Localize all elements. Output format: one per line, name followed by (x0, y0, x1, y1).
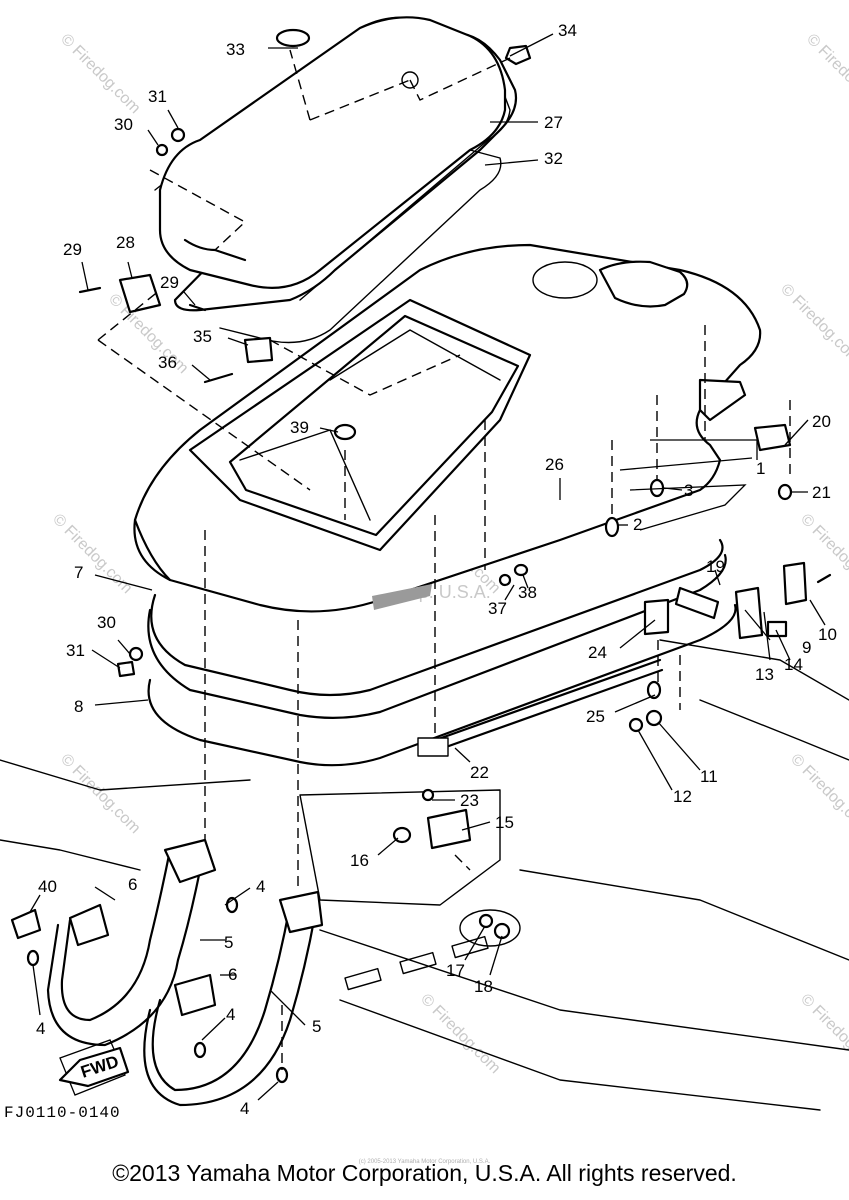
callout-24: 24 (588, 643, 607, 662)
callout-36: 36 (158, 353, 177, 372)
diagram-code: FJ0110-0140 (4, 1104, 121, 1122)
callout-18: 18 (474, 977, 493, 996)
watermark-firedog: © Firedog.com (57, 751, 143, 837)
callout-6: 6 (228, 965, 237, 984)
callout-15: 15 (495, 813, 514, 832)
callout-31: 31 (148, 87, 167, 106)
callout-5: 5 (312, 1017, 321, 1036)
callout-4: 4 (240, 1099, 249, 1118)
watermark-firedog: © Firedog.com (777, 281, 849, 367)
callout-28: 28 (116, 233, 135, 252)
callout-6: 6 (128, 875, 137, 894)
fwd-arrow: FWD (58, 1046, 130, 1088)
callout-33: 33 (226, 40, 245, 59)
watermark-firedog: © Firedog.com (417, 991, 503, 1077)
leader-lines (29, 33, 826, 1101)
callout-23: 23 (460, 791, 479, 810)
callout-4: 4 (36, 1019, 45, 1038)
callout-21: 21 (812, 483, 831, 502)
callout-40: 40 (38, 877, 57, 896)
callout-4: 4 (226, 1005, 235, 1024)
callout-35: 35 (193, 327, 212, 346)
callouts: 33 34 31 30 27 32 29 28 29 35 36 39 20 2… (36, 21, 837, 1118)
callout-13: 13 (755, 665, 774, 684)
callout-37: 37 (488, 599, 507, 618)
callout-38: 38 (518, 583, 537, 602)
callout-2: 2 (633, 515, 642, 534)
callout-17: 17 (446, 961, 465, 980)
callout-22: 22 (470, 763, 489, 782)
hull-body (0, 639, 849, 1111)
callout-27: 27 (544, 113, 563, 132)
watermark-firedog: © Firedog.com (57, 31, 143, 117)
callout-32: 32 (544, 149, 563, 168)
callout-19: 19 (706, 557, 725, 576)
callout-25: 25 (586, 707, 605, 726)
small-copyright: (c) 2005-2013 Yamaha Motor Corporation, … (358, 1159, 491, 1165)
hood-cover (154, 16, 518, 344)
engine-hood (133, 243, 762, 613)
callout-39: 39 (290, 418, 309, 437)
callout-12: 12 (673, 787, 692, 806)
callout-34: 34 (558, 21, 577, 40)
callout-1: 1 (756, 459, 765, 478)
callout-30: 30 (114, 115, 133, 134)
watermark-firedog: © Firedog.com (787, 751, 849, 837)
watermark-firedog: © Firedog.com (803, 31, 849, 117)
callout-7: 7 (74, 563, 83, 582)
stay-rod (417, 658, 664, 757)
callout-31: 31 (66, 641, 85, 660)
callout-29: 29 (160, 273, 179, 292)
callout-14: 14 (784, 655, 803, 674)
watermark-firedog: © Firedog.com (797, 991, 849, 1077)
callout-8: 8 (74, 697, 83, 716)
callout-16: 16 (350, 851, 369, 870)
callout-3: 3 (684, 481, 693, 500)
callout-5: 5 (224, 933, 233, 952)
callout-29: 29 (63, 240, 82, 259)
hood-handles (46, 838, 324, 1107)
watermark-firedog: © Firedog.com (49, 511, 135, 597)
callout-11: 11 (700, 767, 718, 786)
copyright-notice: ©2013 Yamaha Motor Corporation, U.S.A. A… (112, 1160, 737, 1186)
callout-10: 10 (818, 625, 837, 644)
callout-30: 30 (97, 613, 116, 632)
callout-9: 9 (802, 638, 811, 657)
assembly-lines (97, 49, 791, 1070)
callout-20: 20 (812, 412, 831, 431)
fasteners (10, 28, 832, 1084)
callout-4: 4 (256, 877, 265, 896)
callout-26: 26 (545, 455, 564, 474)
